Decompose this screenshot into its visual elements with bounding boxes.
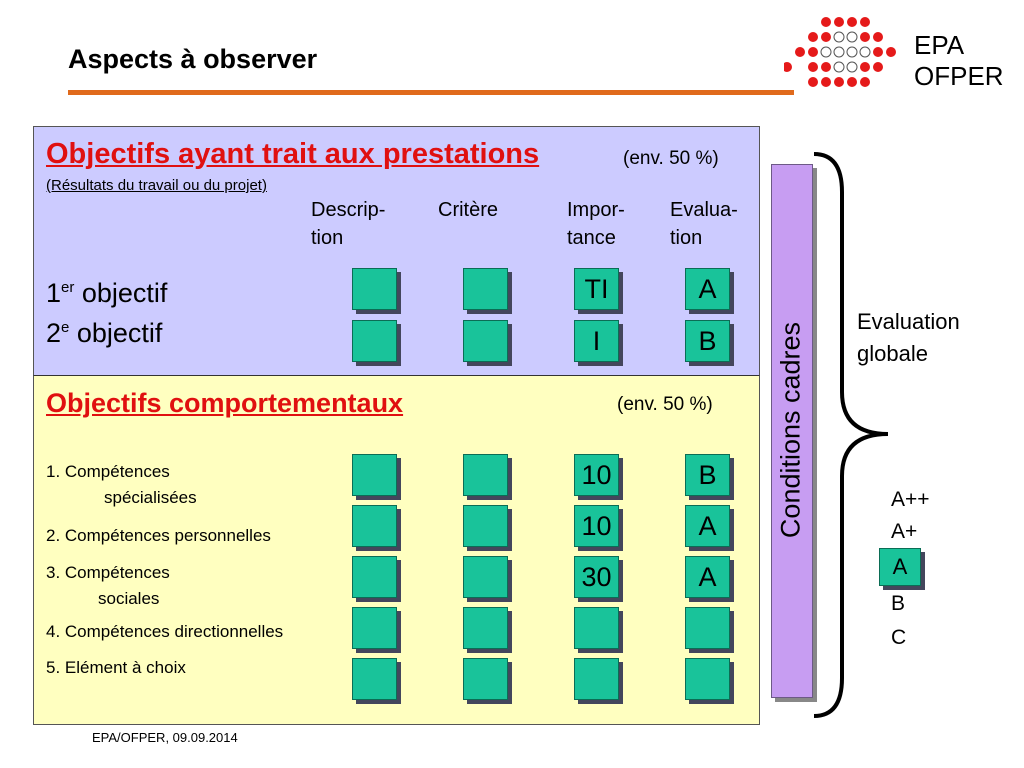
evaluation-cell[interactable]: A bbox=[685, 556, 730, 598]
description-cell[interactable] bbox=[352, 454, 397, 496]
competence-item: 4. Compétences directionnelles bbox=[46, 622, 284, 641]
competence-item: 2. Compétences personnelles bbox=[46, 526, 271, 545]
competence-item: 5. Elément à choix bbox=[46, 658, 186, 677]
importance-cell[interactable]: TI bbox=[574, 268, 619, 310]
section2-title: Objectifs comportementaux bbox=[46, 388, 404, 418]
column-header-criterion: Critère bbox=[438, 199, 499, 221]
section1-title: Objectifs ayant trait aux prestations bbox=[46, 138, 540, 170]
column-header-evaluation: Evalua- tion bbox=[670, 199, 738, 249]
evaluation-cell[interactable] bbox=[685, 607, 730, 649]
section2-env: (env. 50 %) bbox=[617, 394, 713, 415]
evaluation-cell[interactable] bbox=[685, 658, 730, 700]
conditions-cadres-bar bbox=[771, 164, 813, 698]
section1-env: (env. 50 %) bbox=[623, 148, 719, 169]
criterion-cell[interactable] bbox=[463, 607, 508, 649]
importance-cell[interactable]: 30 bbox=[574, 556, 619, 598]
evaluation-cell[interactable]: B bbox=[685, 454, 730, 496]
right-brace-icon bbox=[813, 152, 889, 718]
logo-text: EPA OFPER bbox=[914, 30, 1004, 91]
title-divider bbox=[68, 90, 794, 95]
importance-cell[interactable]: 10 bbox=[574, 505, 619, 547]
importance-cell[interactable]: 10 bbox=[574, 454, 619, 496]
evaluation-cell[interactable]: A bbox=[685, 505, 730, 547]
criterion-cell[interactable] bbox=[463, 658, 508, 700]
scale-selected[interactable]: A bbox=[879, 548, 921, 586]
column-header-importance: Impor- tance bbox=[567, 199, 625, 249]
criterion-cell[interactable] bbox=[463, 320, 508, 362]
global-evaluation-label: Evaluation globale bbox=[857, 309, 960, 366]
description-cell[interactable] bbox=[352, 607, 397, 649]
description-cell[interactable] bbox=[352, 556, 397, 598]
page-title: Aspects à observer bbox=[68, 44, 318, 74]
criterion-cell[interactable] bbox=[463, 454, 508, 496]
evaluation-cell[interactable]: B bbox=[685, 320, 730, 362]
epa-ofper-logo-icon bbox=[784, 17, 896, 87]
scale-item: A+ bbox=[891, 520, 918, 543]
conditions-cadres-label: Conditions cadres bbox=[775, 321, 806, 539]
scale-item: A++ bbox=[891, 488, 930, 511]
competence-item: 1. Compétences spécialisées bbox=[46, 462, 197, 507]
column-header-description: Descrip- tion bbox=[311, 199, 386, 249]
description-cell[interactable] bbox=[352, 320, 397, 362]
scale-item: C bbox=[891, 626, 907, 649]
objective-2-label: 2e objectif bbox=[46, 318, 163, 348]
description-cell[interactable] bbox=[352, 505, 397, 547]
importance-cell[interactable] bbox=[574, 607, 619, 649]
importance-cell[interactable] bbox=[574, 658, 619, 700]
evaluation-cell[interactable]: A bbox=[685, 268, 730, 310]
criterion-cell[interactable] bbox=[463, 556, 508, 598]
section1-subtitle: (Résultats du travail ou du projet) bbox=[46, 177, 267, 194]
objective-1-label: 1er objectif bbox=[46, 278, 168, 308]
description-cell[interactable] bbox=[352, 268, 397, 310]
competence-item: 3. Compétences sociales bbox=[46, 563, 170, 608]
description-cell[interactable] bbox=[352, 658, 397, 700]
footer-text: EPA/OFPER, 09.09.2014 bbox=[92, 730, 238, 745]
importance-cell[interactable]: I bbox=[574, 320, 619, 362]
scale-item: B bbox=[891, 592, 906, 615]
criterion-cell[interactable] bbox=[463, 505, 508, 547]
criterion-cell[interactable] bbox=[463, 268, 508, 310]
